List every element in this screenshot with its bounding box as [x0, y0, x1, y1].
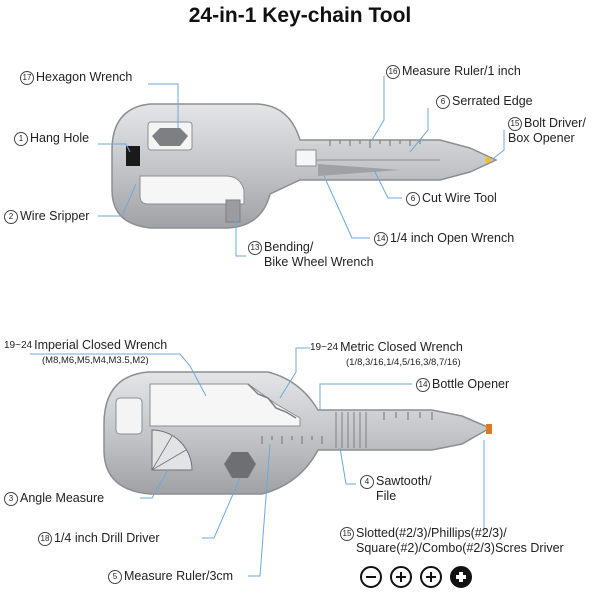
- phillips-alt-icon: [420, 566, 442, 588]
- bottom-key-tool: [103, 371, 492, 495]
- driver-type-icons: [360, 566, 472, 588]
- slotted-icon: [360, 566, 382, 588]
- page-title: 24-in-1 Key-chain Tool: [188, 4, 412, 27]
- top-key-tool: [111, 103, 498, 229]
- square-icon: [450, 566, 472, 588]
- phillips-icon: [390, 566, 412, 588]
